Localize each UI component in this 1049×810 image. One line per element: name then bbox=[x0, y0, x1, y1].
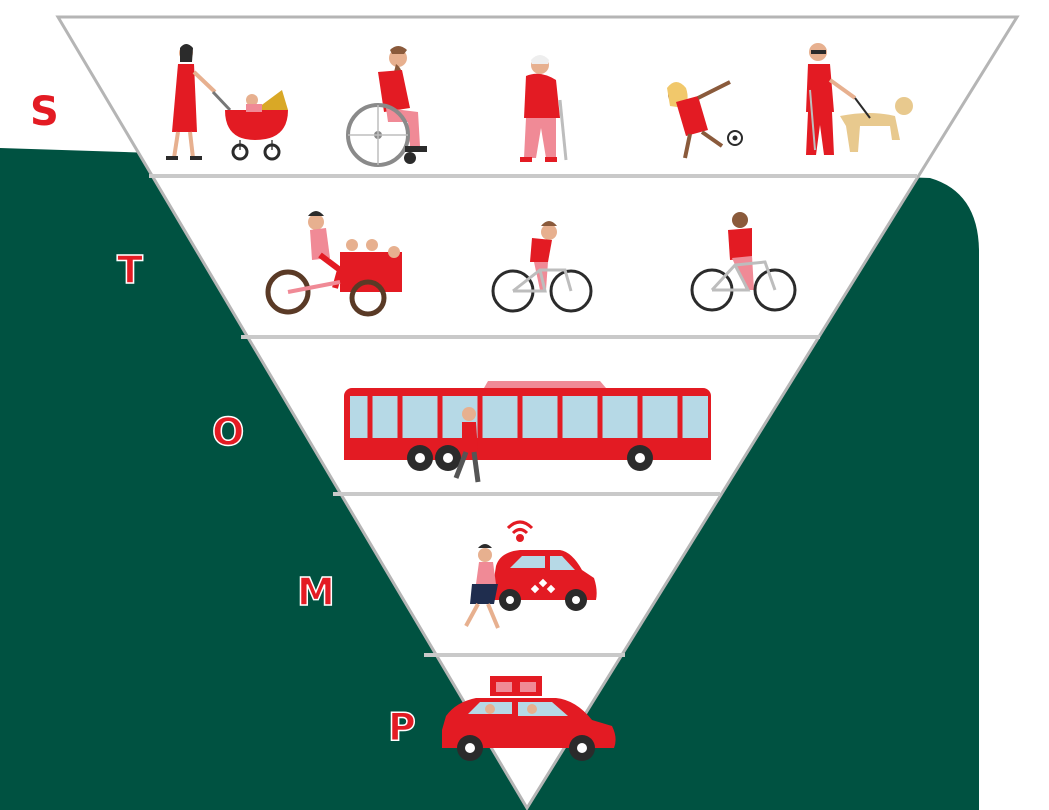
blind-person-with-guide-dog-icon bbox=[806, 43, 913, 155]
shared-car-icon bbox=[492, 550, 597, 611]
letter-m: M bbox=[297, 570, 335, 614]
cyclist-icon bbox=[690, 212, 797, 312]
pedestrian-icon bbox=[464, 544, 500, 629]
wheelchair-user-icon bbox=[346, 46, 427, 167]
letter-t: T bbox=[117, 248, 143, 292]
cyclist-icon bbox=[491, 221, 593, 313]
child-playing-football-icon bbox=[667, 80, 743, 159]
pedestrian-icon bbox=[453, 407, 481, 483]
letter-s: S bbox=[30, 89, 59, 135]
letter-o: O bbox=[212, 410, 244, 454]
cargo-bike-icon bbox=[265, 211, 402, 317]
wifi-icon bbox=[506, 520, 534, 542]
letter-p: P bbox=[388, 705, 416, 749]
city-bus-icon bbox=[344, 381, 711, 471]
woman-with-stroller-icon bbox=[166, 44, 288, 161]
private-car-with-roof-luggage-icon bbox=[442, 676, 616, 761]
elderly-person-with-cane-icon bbox=[520, 55, 568, 162]
